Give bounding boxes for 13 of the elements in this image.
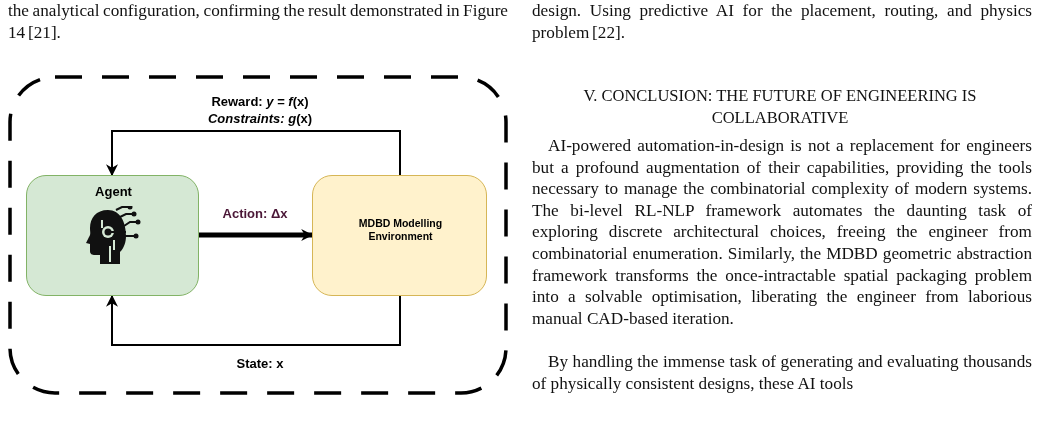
arrow <box>106 130 401 177</box>
box-label: MDBD Modelling Environment <box>357 216 444 243</box>
dashed-boundary <box>8 75 508 395</box>
section-heading: V. CONCLUSION: THE FUTURE OF ENGINEERING IS COLLABORATIVE <box>582 85 978 129</box>
box-label: Agent <box>94 184 133 199</box>
paragraph: design. Using predictive AI for the placement, routing, and physics problem [22]. <box>532 0 1032 44</box>
paragraph: the analytical configuration, confirming the result demonstrated in Figure 14 [21]. <box>8 0 508 44</box>
process-box <box>26 175 199 296</box>
arrow <box>106 294 401 346</box>
arrow <box>199 229 314 241</box>
paragraph: AI-powered automation-in-design is not a replacement for engineers but a profound augmentation of their capabilities, providing the tools necessary to manage the combinatorial complexity of modern systems. The bi-level RL-NLP framework automates the daunting task of exploring discrete architectural choices, freeing the engineer from combinatorial enumeration. Similarly, the MDBD geometric abstraction framework transforms the once-intractable spatial packaging problem into a solvable optimisation, liberating the engineer from laborious manual CAD-based iteration. <box>532 135 1032 330</box>
paragraph: By handling the immense task of generating and evaluating thousands of physically consistent designs, these AI tools <box>532 351 1032 395</box>
process-box <box>312 175 487 296</box>
